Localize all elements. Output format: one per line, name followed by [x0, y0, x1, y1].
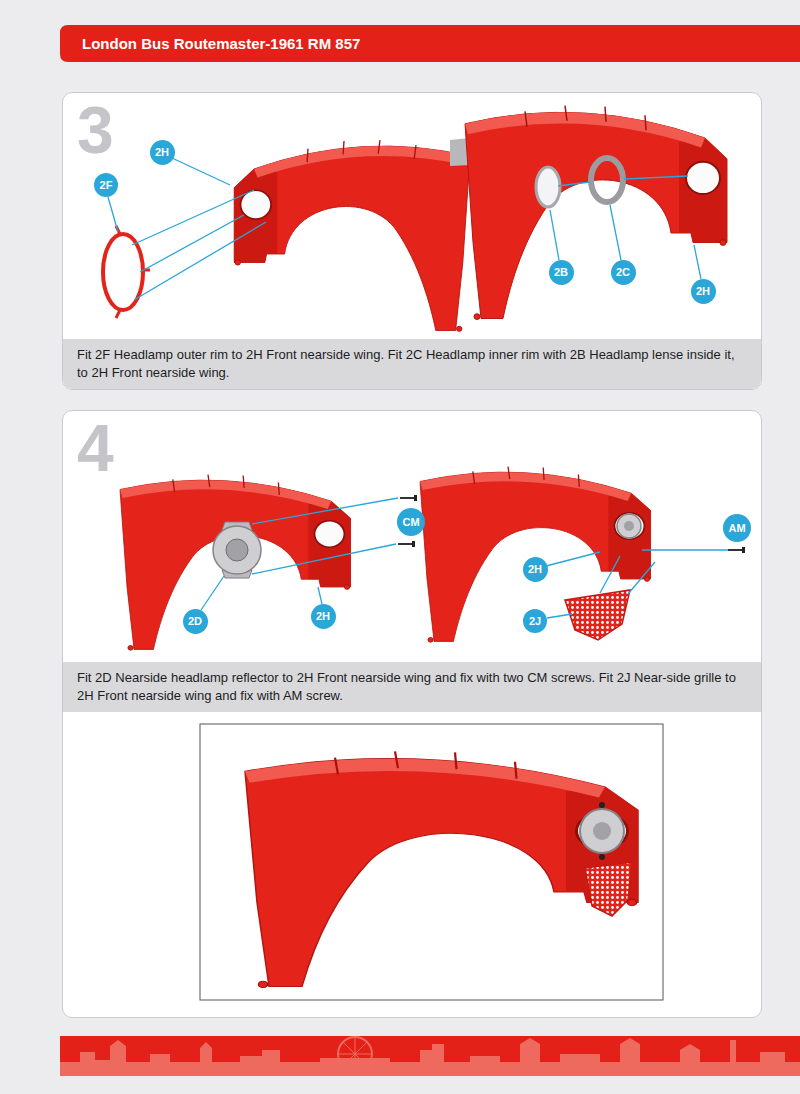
leader-line — [550, 210, 559, 260]
callout-number: 2B — [549, 260, 574, 285]
assembled-reflector-centre — [593, 822, 611, 840]
callout-number: CM — [397, 508, 425, 536]
leader-line — [624, 176, 688, 179]
callout-number: 2H — [691, 279, 716, 304]
screw-head — [599, 802, 605, 808]
leader-line — [252, 544, 396, 574]
leader-line — [628, 562, 655, 594]
callout-label: AM — [728, 523, 745, 534]
reflector-centre — [226, 539, 248, 561]
leader-line — [134, 222, 266, 300]
callout-number: 2H — [150, 140, 175, 165]
front-nearside-wing — [420, 467, 651, 643]
step-number: 3 — [77, 97, 114, 163]
front-nearside-wing — [465, 106, 727, 320]
screw-head — [414, 495, 417, 501]
fitted-reflector — [617, 514, 641, 538]
callout-label: 2F — [100, 180, 113, 191]
leader-line — [547, 614, 572, 618]
leader-line — [600, 556, 620, 593]
leader-line — [318, 587, 322, 604]
wheel-spokes — [338, 1037, 372, 1071]
leader-line — [546, 552, 600, 566]
leader-line — [201, 576, 224, 610]
callout-label: 2H — [155, 147, 169, 158]
screw-shank — [398, 543, 412, 545]
leader-lines — [201, 498, 398, 610]
callout-number: AM — [723, 514, 751, 542]
headlamp-inner-rim — [591, 158, 623, 202]
nearside-grille — [565, 590, 630, 640]
screw-head — [742, 547, 745, 553]
callout-label: 2H — [316, 611, 330, 622]
assembled-reflector — [580, 809, 624, 853]
leader-line — [172, 158, 230, 185]
front-nearside-wing — [234, 140, 470, 331]
callout-label: 2J — [529, 616, 541, 627]
city-skyline — [60, 1038, 800, 1076]
callout-number: 2D — [183, 609, 208, 634]
screw-shank — [728, 549, 742, 551]
fitted-reflector-centre — [624, 521, 634, 531]
callout-label: 2H — [528, 564, 542, 575]
step-number: 4 — [77, 415, 114, 481]
headlamp-lens — [536, 167, 560, 207]
instruction-band: Fit 2D Nearside headlamp reflector to 2H… — [63, 662, 761, 712]
leader-line — [132, 190, 254, 245]
step-panel: 3 2H 2F 2B 2C 2H Fit 2F Headlamp outer rim to … — [62, 92, 762, 390]
callout-number: 2J — [523, 609, 547, 633]
panel-ground — [62, 410, 762, 1018]
leader-line — [558, 182, 590, 186]
callout-number: 2F — [94, 173, 118, 197]
header-bar — [60, 25, 800, 62]
instruction-band: Fit 2F Headlamp outer rim to 2H Front ne… — [63, 339, 761, 389]
footer-bar — [60, 1036, 800, 1076]
assembled-grille — [585, 862, 632, 916]
step-panel: 4CM 2D 2H AM 2H 2J Fit 2D Nearside headlamp re… — [62, 410, 762, 1018]
assembled-wing — [245, 751, 638, 987]
screw-shank — [400, 497, 414, 499]
panel-ground — [62, 92, 762, 390]
screw-head — [599, 854, 605, 860]
callout-label: 2H — [696, 286, 710, 297]
result-frame — [200, 724, 663, 1000]
leader-line — [610, 205, 621, 260]
page-title: London Bus Routemaster-1961 RM 857 — [82, 25, 360, 62]
instruction-text: Fit 2D Nearside headlamp reflector to 2H… — [77, 669, 747, 705]
callout-number: 2C — [611, 260, 636, 285]
callout-number: 2H — [523, 557, 548, 582]
observation-wheel — [338, 1037, 372, 1071]
leader-lines — [546, 550, 728, 618]
instruction-text: Fit 2F Headlamp outer rim to 2H Front ne… — [77, 346, 747, 382]
leader-line — [642, 549, 728, 550]
screw-head — [412, 541, 415, 547]
leader-line — [108, 197, 118, 232]
callout-label: 2C — [616, 267, 630, 278]
reflector-dish — [213, 526, 261, 574]
front-nearside-wing — [120, 475, 351, 651]
callout-label: 2D — [188, 616, 202, 627]
callout-label: CM — [402, 517, 419, 528]
callout-label: 2B — [554, 267, 568, 278]
callout-number: 2H — [311, 604, 336, 629]
leader-lines — [108, 158, 266, 300]
leader-line — [694, 245, 701, 279]
leader-line — [252, 498, 398, 524]
headlamp-reflector — [213, 522, 261, 578]
